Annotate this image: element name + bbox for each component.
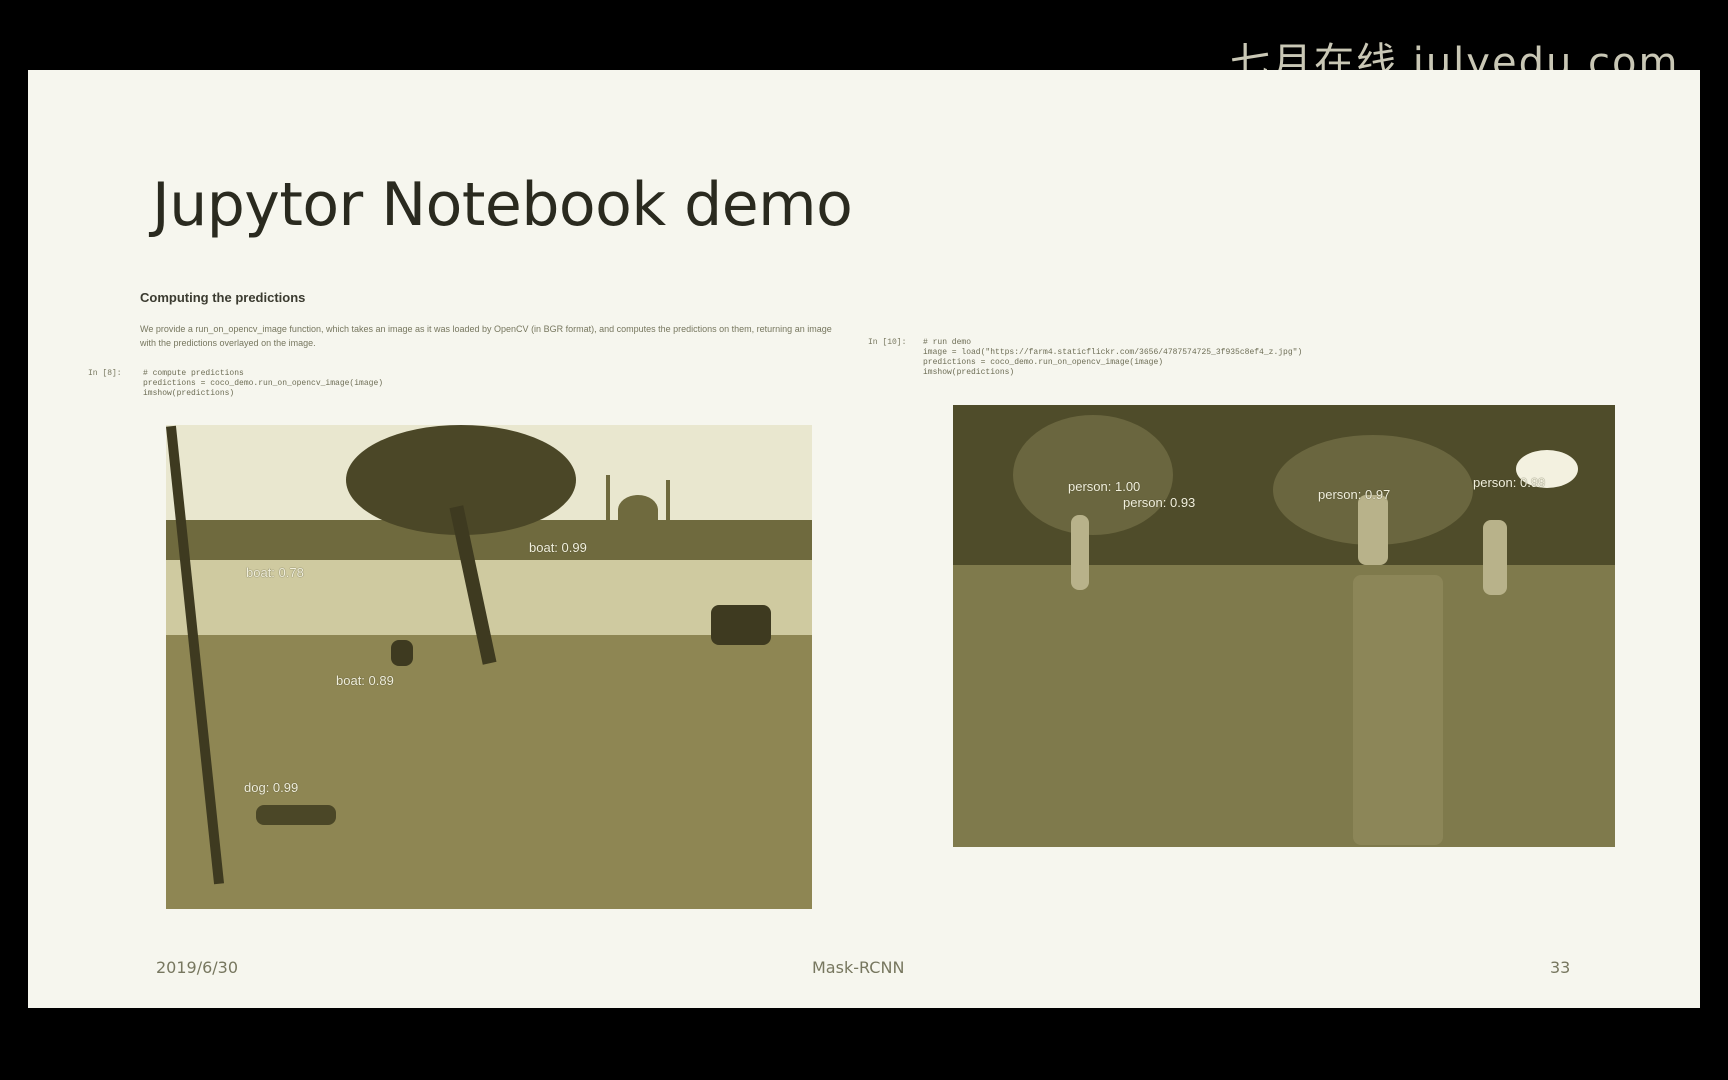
- detection-label: person: 0.99: [1473, 475, 1546, 490]
- slide-title: Jupytor Notebook demo: [152, 170, 853, 240]
- water: [166, 560, 812, 635]
- minaret: [666, 480, 670, 525]
- person-figure: [1358, 495, 1388, 565]
- field: [953, 565, 1615, 847]
- detection-label: boat: 0.78: [246, 565, 304, 580]
- detection-label: boat: 0.89: [336, 673, 394, 688]
- cell-prompt: In [10]:: [868, 338, 907, 347]
- code-cell-right: In [10]: # run demo image = load("https:…: [868, 338, 1468, 388]
- prediction-image-field: person: 1.00 person: 0.93 person: 0.97 p…: [953, 405, 1615, 847]
- footer-date: 2019/6/30: [156, 958, 239, 977]
- footer-title: Mask-RCNN: [812, 958, 905, 977]
- detection-label: person: 1.00: [1068, 479, 1141, 494]
- detection-label: person: 0.97: [1318, 487, 1391, 502]
- frisbee: [1516, 450, 1578, 488]
- minaret: [606, 475, 610, 525]
- detection-label: dog: 0.99: [244, 780, 299, 795]
- person-figure: [1071, 515, 1089, 590]
- cell-prompt: In [8]:: [88, 369, 122, 378]
- cell-code: # run demo image = load("https://farm4.s…: [923, 338, 1303, 377]
- mosque-dome: [618, 495, 658, 525]
- person-figure: [1483, 520, 1507, 595]
- dog-shape: [256, 805, 336, 825]
- beach: [166, 635, 812, 909]
- presentation-slide: Jupytor Notebook demo Computing the pred…: [28, 70, 1700, 1008]
- notebook-paragraph: We provide a run_on_opencv_image functio…: [140, 324, 832, 348]
- person-sitting: [391, 640, 413, 666]
- detection-label: person: 0.93: [1123, 495, 1196, 510]
- vehicle: [711, 605, 771, 645]
- page-number: 33: [1550, 958, 1571, 977]
- detection-label: boat: 0.99: [529, 540, 587, 555]
- person-foreground: [1353, 575, 1443, 845]
- prediction-image-beach: boat: 0.99 boat: 0.78 boat: 0.89 dog: 0.…: [166, 425, 812, 909]
- code-cell-left: In [8]: # compute predictions prediction…: [88, 369, 788, 409]
- notebook-heading: Computing the predictions: [140, 290, 306, 305]
- cell-code: # compute predictions predictions = coco…: [143, 369, 384, 398]
- foliage: [1013, 415, 1173, 535]
